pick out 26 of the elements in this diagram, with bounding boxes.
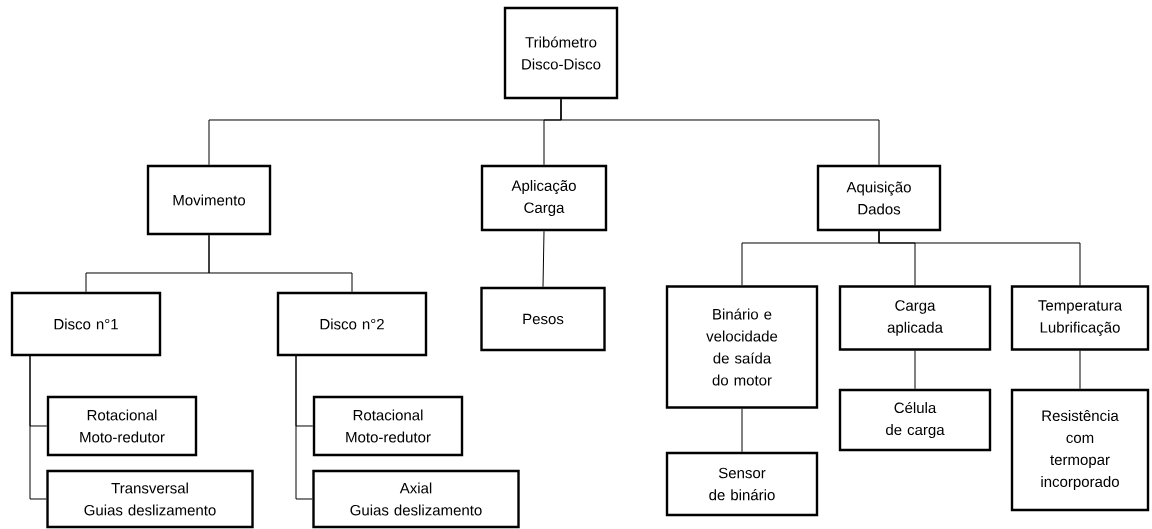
connector-line [741, 408, 743, 453]
tree-box: Rotacional Moto-redutor [46, 395, 198, 457]
tree-box: Axial Guias deslizamento [312, 469, 520, 529]
tree-box: Resistência com termopar incorporado [1010, 388, 1150, 512]
tree-box: Transversal Guias deslizamento [46, 469, 254, 529]
tree-box: Rotacional Moto-redutor [312, 395, 464, 457]
connector-line [1079, 350, 1081, 390]
connector-line [542, 230, 545, 288]
tree-box: Disco n°2 [276, 291, 428, 357]
connector-line [29, 354, 47, 500]
tree-box: Temperatura Lubrificação [1010, 285, 1150, 351]
connector-line [295, 354, 313, 500]
tree-box: Aquisição Dados [816, 164, 942, 232]
tree-box: Sensor de binário [665, 451, 819, 517]
connector-line [208, 234, 353, 293]
connector-line [878, 230, 1081, 286]
tree-box: Célula de carga [838, 388, 992, 452]
tree-box: Binário e velocidade de saída do motor [665, 285, 819, 409]
tree-box: Movimento [146, 164, 272, 236]
tree-box: Aplicação Carga [480, 164, 608, 232]
connector-line [560, 98, 880, 166]
connector-line [914, 350, 916, 390]
tree-box: Disco n°1 [10, 291, 162, 357]
tree-box: Pesos [480, 286, 606, 352]
tree-box: Carga aplicada [838, 285, 992, 351]
tree-box: Tribómetro Disco-Disco [503, 6, 619, 100]
